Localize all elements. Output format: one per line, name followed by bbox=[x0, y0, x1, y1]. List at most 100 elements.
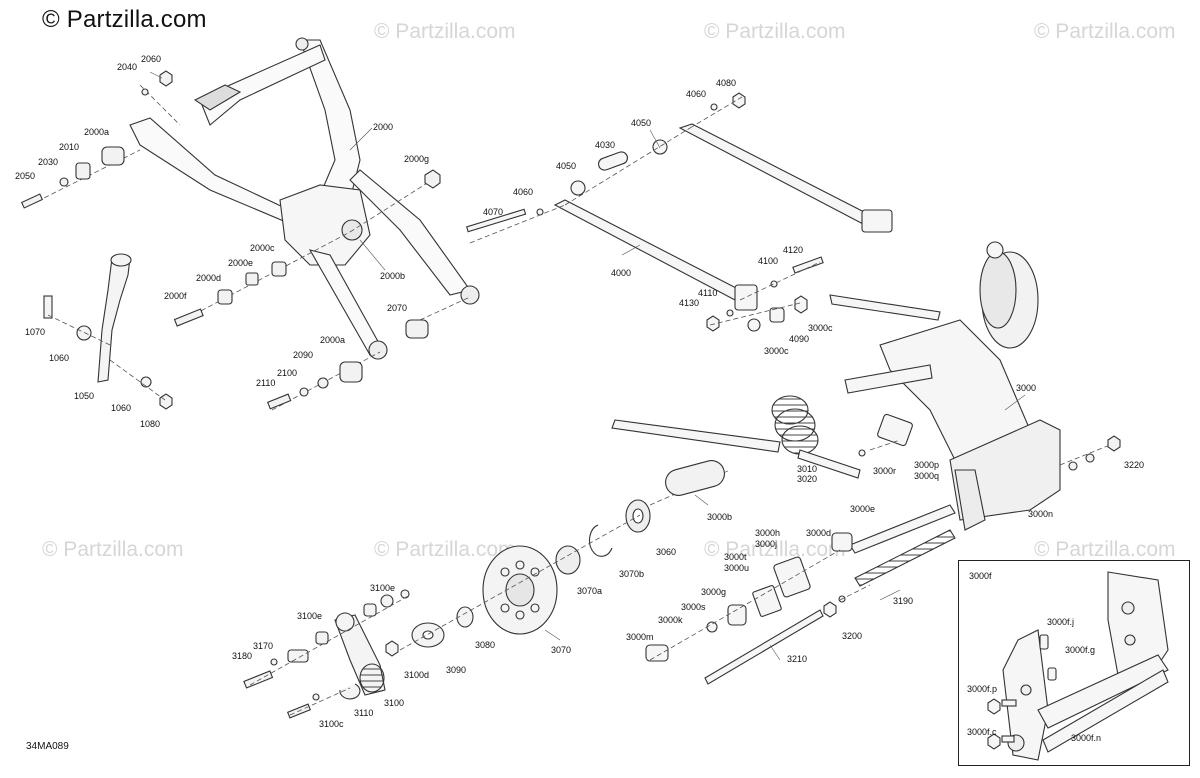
callout-4080: 4080 bbox=[716, 78, 737, 88]
callout-4110: 4110 bbox=[698, 288, 718, 298]
callout-2000a: 2000a bbox=[84, 127, 110, 137]
watermark: © Partzilla.com bbox=[374, 538, 516, 561]
callout-3180: 3180 bbox=[232, 651, 253, 661]
callout-2000b: 2000b bbox=[380, 271, 406, 281]
watermark: © Partzilla.com bbox=[1034, 538, 1176, 561]
callout-2010: 2010 bbox=[59, 142, 80, 152]
callout-3080: 3080 bbox=[475, 640, 496, 650]
callout-3000j: 3000j bbox=[755, 539, 778, 549]
callout-3000f-c: 3000f.c bbox=[967, 727, 997, 737]
callout-2050: 2050 bbox=[15, 171, 36, 181]
callout-3070a: 3070a bbox=[577, 586, 603, 596]
callout-3210: 3210 bbox=[787, 654, 808, 664]
callout-4100: 4100 bbox=[758, 256, 779, 266]
spring-3010 bbox=[611, 395, 861, 479]
callout-4130: 4130 bbox=[679, 298, 700, 308]
callout-2000g: 2000g bbox=[404, 154, 430, 164]
callout-3000s: 3000s bbox=[681, 602, 706, 612]
callout-2000a-lower: 2000a bbox=[320, 335, 346, 345]
callout-3000: 3000 bbox=[1016, 383, 1037, 393]
callout-2070: 2070 bbox=[387, 303, 408, 313]
callout-3000e: 3000e bbox=[850, 504, 876, 514]
inset-title: 3000f bbox=[969, 571, 992, 581]
callout-3100: 3100 bbox=[384, 698, 405, 708]
callout-3100d: 3100d bbox=[404, 670, 430, 680]
callout-2030: 2030 bbox=[38, 157, 59, 167]
rods-4000 bbox=[466, 92, 893, 332]
callout-1070: 1070 bbox=[25, 327, 46, 337]
callout-1060: 1060 bbox=[49, 353, 70, 363]
callout-1080: 1080 bbox=[140, 419, 161, 429]
callout-4070: 4070 bbox=[483, 207, 504, 217]
callout-3100e-lower: 3100e bbox=[297, 611, 323, 621]
watermark: © Partzilla.com bbox=[42, 538, 184, 561]
callout-2090: 2090 bbox=[293, 350, 314, 360]
callout-3000b: 3000b bbox=[707, 512, 733, 522]
callout-3010: 3010 bbox=[797, 464, 818, 474]
callout-3000u: 3000u bbox=[724, 563, 750, 573]
callout-3070b: 3070b bbox=[619, 569, 645, 579]
callout-2000: 2000 bbox=[373, 122, 394, 132]
callout-3000t: 3000t bbox=[724, 552, 747, 562]
link-3100 bbox=[243, 589, 410, 719]
callout-3000f-g: 3000f.g bbox=[1065, 645, 1096, 655]
callout-3110: 3110 bbox=[354, 708, 374, 718]
rear-arm-3000 bbox=[829, 241, 1061, 531]
callout-3060: 3060 bbox=[656, 547, 677, 557]
callout-3000p: 3000p bbox=[914, 460, 940, 470]
callout-3000c: 3000c bbox=[808, 323, 833, 333]
callout-3000h: 3000h bbox=[755, 528, 781, 538]
callout-2000f: 2000f bbox=[164, 291, 187, 301]
callout-3100e: 3100e bbox=[370, 583, 396, 593]
callout-2040: 2040 bbox=[117, 62, 138, 72]
callout-4030: 4030 bbox=[595, 140, 616, 150]
callout-3000m: 3000m bbox=[626, 632, 654, 642]
callout-2060: 2060 bbox=[141, 54, 162, 64]
lever-1050 bbox=[43, 253, 173, 410]
callout-4050-lower: 4050 bbox=[556, 161, 577, 171]
callout-2100: 2100 bbox=[277, 368, 298, 378]
callout-3220: 3220 bbox=[1124, 460, 1145, 470]
callout-4050: 4050 bbox=[631, 118, 652, 128]
shafts bbox=[645, 504, 956, 685]
callout-4120: 4120 bbox=[783, 245, 804, 255]
watermark: © Partzilla.com bbox=[704, 20, 846, 43]
callout-3000f-j: 3000f.j bbox=[1047, 617, 1075, 627]
callout-3000n: 3000n bbox=[1028, 509, 1054, 519]
callout-4000: 4000 bbox=[611, 268, 632, 278]
callout-1060-lower: 1060 bbox=[111, 403, 132, 413]
callout-2000e: 2000e bbox=[228, 258, 254, 268]
callout-3000d: 3000d bbox=[806, 528, 832, 538]
callout-3000f-n: 3000f.n bbox=[1071, 733, 1102, 743]
callout-3190: 3190 bbox=[893, 596, 914, 606]
front-arm-assembly bbox=[129, 37, 480, 360]
callout-4060: 4060 bbox=[686, 89, 707, 99]
inset-bracket-drawing bbox=[987, 571, 1169, 761]
callout-4060-lower: 4060 bbox=[513, 187, 534, 197]
brand-logo: © Partzilla.com bbox=[42, 6, 207, 33]
callout-3170: 3170 bbox=[253, 641, 274, 651]
watermark: © Partzilla.com bbox=[704, 538, 846, 561]
callout-2000c: 2000c bbox=[250, 243, 275, 253]
callout-3020: 3020 bbox=[797, 474, 818, 484]
callout-3100c: 3100c bbox=[319, 719, 344, 729]
watermark: © Partzilla.com bbox=[374, 20, 516, 43]
callout-3000r: 3000r bbox=[873, 466, 897, 476]
callout-1050: 1050 bbox=[74, 391, 95, 401]
callout-3000q: 3000q bbox=[914, 471, 940, 481]
callout-3000c-lower: 3000c bbox=[764, 346, 789, 356]
callout-4090: 4090 bbox=[789, 334, 810, 344]
idler-wheel-3070 bbox=[411, 499, 651, 648]
callout-3200: 3200 bbox=[842, 631, 863, 641]
diagram-id: 34MA089 bbox=[26, 741, 69, 752]
inset-3000f: 3000f 3000f.j 3000f.g 3000f.p 3000f.c 30… bbox=[958, 560, 1190, 766]
callout-2110: 2110 bbox=[256, 378, 276, 388]
callout-3000k: 3000k bbox=[658, 615, 683, 625]
callout-3090: 3090 bbox=[446, 665, 467, 675]
callout-2000d: 2000d bbox=[196, 273, 222, 283]
watermark: © Partzilla.com bbox=[1034, 20, 1176, 43]
callout-3070: 3070 bbox=[551, 645, 572, 655]
callout-3000f-p: 3000f.p bbox=[967, 684, 998, 694]
